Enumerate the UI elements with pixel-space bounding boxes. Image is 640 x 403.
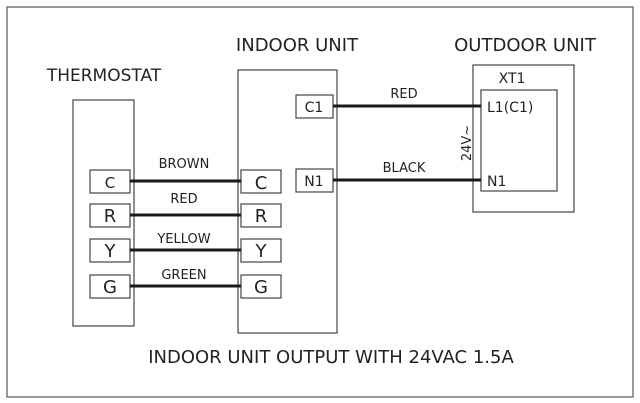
indoor-terminal-r-label: R <box>255 206 268 227</box>
voltage-label: 24V~ <box>460 125 475 161</box>
wire-red-outdoor-label: RED <box>390 87 417 102</box>
outdoor-terminal-n1-label: N1 <box>487 174 506 190</box>
xt1-terminal-block <box>480 89 558 192</box>
wire-brown-label: BROWN <box>159 157 210 172</box>
indoor-terminal-n1-label: N1 <box>304 174 323 190</box>
diagram-frame <box>6 6 634 398</box>
indoor-unit-title: INDOOR UNIT <box>236 35 359 56</box>
indoor-terminal-y-label: Y <box>255 241 268 262</box>
thermostat-terminal-r-label: R <box>104 206 117 227</box>
wire-green-label: GREEN <box>161 268 206 283</box>
thermostat-terminal-y-label: Y <box>104 241 117 262</box>
thermostat-title: THERMOSTAT <box>46 66 162 86</box>
wire-yellow-label: YELLOW <box>156 232 210 247</box>
footer-caption: INDOOR UNIT OUTPUT WITH 24VAC 1.5A <box>148 347 514 368</box>
outdoor-unit-title: OUTDOOR UNIT <box>454 35 597 56</box>
thermostat-terminal-g-label: G <box>103 277 117 298</box>
wire-black-label: BLACK <box>383 161 426 176</box>
outdoor-terminal-l1-label: L1(C1) <box>487 100 533 116</box>
thermostat-terminal-c-label: C <box>105 174 115 192</box>
xt1-label: XT1 <box>499 71 526 87</box>
indoor-terminal-g-label: G <box>254 277 268 298</box>
wire-red-label: RED <box>170 192 197 207</box>
indoor-terminal-c-label: C <box>255 173 268 194</box>
indoor-terminal-c1-label: C1 <box>305 100 324 116</box>
